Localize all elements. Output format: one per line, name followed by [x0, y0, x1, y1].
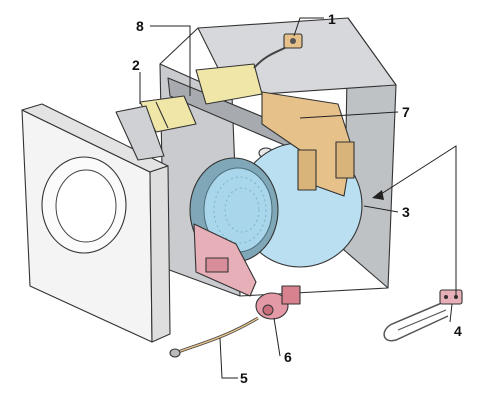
callout-5: 5 — [240, 370, 248, 386]
heating-element-terminal-pin — [444, 295, 448, 299]
leader-line-6 — [273, 317, 281, 357]
motor-bracket — [335, 141, 355, 179]
callout-4: 4 — [454, 323, 462, 339]
drawer-face — [115, 105, 165, 161]
leader-line-3 — [363, 205, 399, 213]
leader-line-7 — [299, 111, 399, 119]
door-panel-side — [149, 165, 171, 343]
leader-line-1 — [293, 17, 324, 37]
drain-hose — [169, 316, 259, 358]
motor-bracket — [297, 149, 317, 191]
heating-element-coil — [383, 301, 449, 342]
heating-element-terminal — [439, 289, 463, 305]
motor-housing — [261, 91, 355, 197]
drain-pump-filter — [262, 304, 274, 316]
leader-line-5 — [219, 337, 238, 379]
inlet-valve-port — [290, 38, 296, 44]
callout-1: 1 — [328, 11, 336, 27]
leader-lines — [139, 17, 453, 379]
inlet-valve — [283, 33, 303, 49]
arrowhead-icon — [372, 190, 384, 200]
motor-body — [261, 91, 353, 197]
callout-3: 3 — [402, 204, 410, 220]
drain-pump — [255, 285, 301, 320]
detergent-drawer — [115, 95, 197, 161]
callout-8: 8 — [136, 18, 144, 34]
drain-hose-tube — [177, 317, 259, 353]
callout-6: 6 — [284, 349, 292, 365]
heater-block-detail — [205, 257, 229, 273]
insertion-arrow — [372, 145, 457, 298]
door-porthole-inner — [55, 169, 117, 243]
drain-hose-end — [169, 348, 181, 358]
leader-line-4 — [449, 303, 453, 323]
drain-pump-housing — [281, 285, 301, 305]
leader-line-8 — [150, 25, 191, 96]
insertion-arrow-path — [377, 145, 457, 298]
front-door-panel — [21, 103, 171, 343]
drum-perforation — [224, 187, 260, 233]
drawer-divider — [155, 101, 169, 129]
callout-2: 2 — [132, 57, 140, 73]
callouts: 1 2 3 4 5 6 7 8 — [132, 11, 462, 386]
drain-hose-tube — [177, 316, 259, 354]
cabinet-edge — [159, 27, 199, 65]
heating-element-coil — [397, 309, 447, 331]
callout-7: 7 — [402, 104, 410, 120]
dispenser-housing — [195, 63, 263, 105]
drum-perforation — [213, 176, 267, 244]
cabinet-edge — [239, 287, 389, 297]
heater-block — [193, 223, 257, 297]
drum-assembly — [189, 142, 363, 268]
